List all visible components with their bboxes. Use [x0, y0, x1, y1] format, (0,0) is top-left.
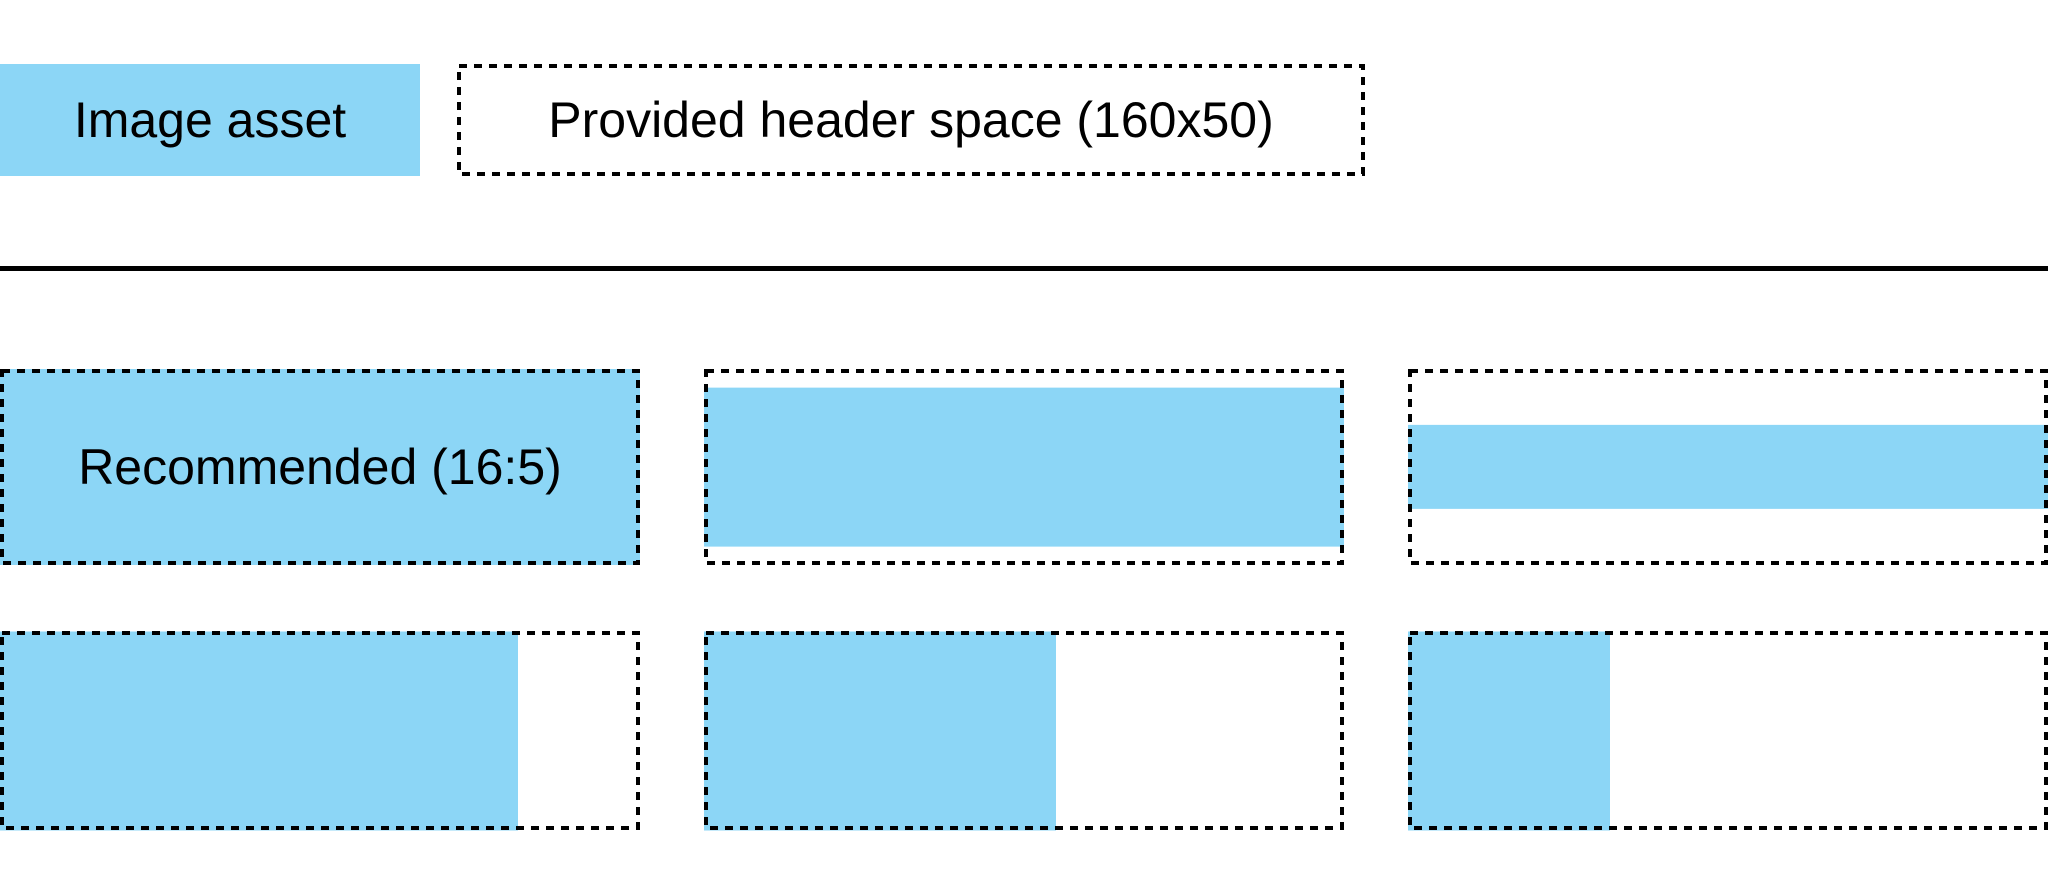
example-box-full-width-81pct-height: [704, 369, 1344, 565]
example-box-full-width-43pct-height: [1408, 369, 2048, 565]
example-label: [704, 631, 1344, 830]
image-asset-legend-swatch: Image asset: [0, 64, 420, 176]
provided-header-space-legend-box: Provided header space (160x50): [457, 64, 1365, 176]
example-label: [1408, 369, 2048, 565]
example-box-full-height-81pct-width: [0, 631, 640, 830]
example-box-full-height-55pct-width: [704, 631, 1344, 830]
example-label: [0, 631, 640, 830]
example-box-full-height-31pct-width: [1408, 631, 2048, 830]
example-label: [704, 369, 1344, 565]
image-asset-legend-label: Image asset: [73, 92, 347, 148]
example-label: Recommended (16:5): [78, 439, 562, 495]
provided-header-space-legend-label: Provided header space (160x50): [548, 92, 1274, 148]
example-label: [1408, 631, 2048, 830]
divider-line: [0, 266, 2048, 271]
example-box-recommended-16-5: Recommended (16:5): [0, 369, 640, 565]
